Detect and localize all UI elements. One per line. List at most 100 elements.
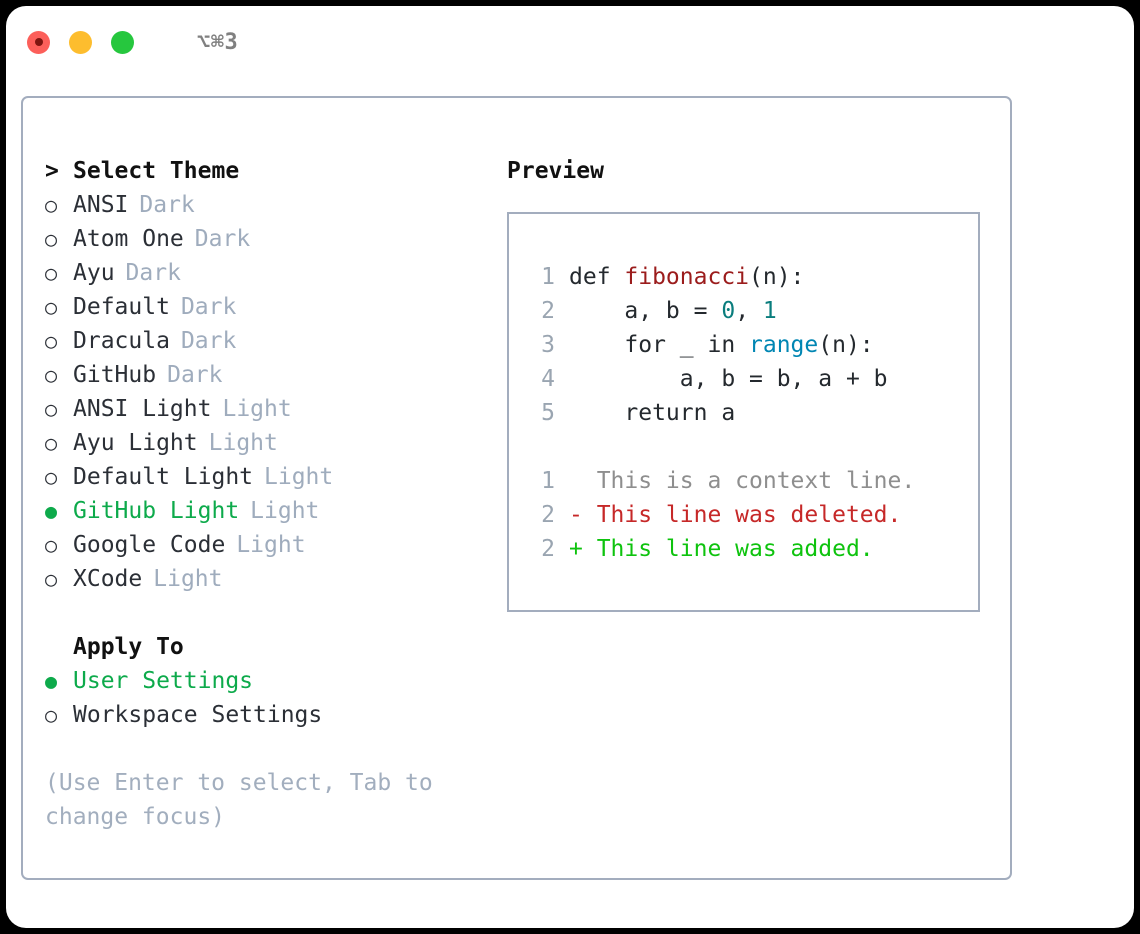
apply-to-option-list: ●User Settings ○ Workspace Settings (45, 664, 495, 732)
radio-unselected-icon: ○ (45, 227, 58, 251)
theme-variant-badge: Dark (167, 362, 223, 388)
radio-unselected-icon: ○ (45, 703, 58, 727)
caret-icon: > (45, 158, 59, 184)
code-token-num: 1 (762, 298, 777, 324)
line-number: 3 (541, 332, 555, 358)
theme-variant-badge: Dark (125, 260, 181, 286)
theme-option-label: XCode (73, 566, 143, 592)
theme-option-label: Dracula (73, 328, 170, 354)
theme-option-label: ANSI (73, 192, 129, 218)
select-theme-header: > Select Theme (45, 154, 495, 188)
diff-spacer (509, 430, 978, 464)
theme-variant-badge: Dark (139, 192, 195, 218)
code-token-plain: return a (569, 400, 736, 426)
theme-option-ayu-light[interactable]: ○ Ayu Light Light (45, 426, 495, 460)
theme-option-xcode[interactable]: ○ XCode Light (45, 562, 495, 596)
code-token-plain: for _ in (569, 332, 750, 358)
code-token-plain: def (569, 264, 625, 290)
apply-to-option-user-settings[interactable]: ●User Settings (45, 664, 495, 698)
code-line: 1 def fibonacci(n): (509, 260, 978, 294)
code-line-text: def fibonacci(n): (569, 260, 804, 294)
code-line-text: return a (569, 396, 735, 430)
theme-variant-badge: Dark (180, 294, 237, 320)
radio-unselected-icon: ○ (45, 261, 58, 285)
title-bar: ⌥⌘3 (6, 6, 1134, 78)
code-line: 4 a, b = b, a + b (509, 362, 978, 396)
radio-selected-icon: ● (45, 499, 58, 523)
code-token-plain: , (735, 298, 763, 324)
line-number: 4 (541, 366, 555, 392)
preview-header: Preview (507, 158, 604, 184)
line-number: 5 (541, 400, 555, 426)
code-line-text: a, b = 0, 1 (569, 294, 777, 328)
apply-to-option-label: User Settings (73, 668, 254, 694)
theme-option-label: Default (73, 294, 170, 320)
line-number: 2 (541, 536, 555, 562)
select-theme-header-label: Select Theme (73, 158, 240, 184)
window-controls (27, 30, 134, 54)
line-number: 2 (541, 298, 555, 324)
theme-variant-badge: Light (222, 396, 292, 422)
code-line: 3 for _ in range(n): (509, 328, 978, 362)
code-token-num: 0 (721, 298, 736, 324)
theme-option-dracula[interactable]: ○ Dracula Dark (45, 324, 495, 358)
theme-option-github-light[interactable]: ● GitHub Light Light (45, 494, 495, 528)
theme-option-ansi[interactable]: ○ ANSI Dark (45, 188, 495, 222)
code-token-plain: (n): (818, 332, 874, 358)
theme-variant-badge: Light (264, 464, 334, 490)
radio-unselected-icon: ○ (45, 193, 58, 217)
theme-option-label: Default Light (73, 464, 254, 490)
radio-unselected-icon: ○ (45, 329, 58, 353)
theme-option-default-light[interactable]: ○ Default Light Light (45, 460, 495, 494)
line-number: 1 (541, 264, 555, 290)
keyboard-shortcut-label: ⌥⌘3 (197, 29, 239, 55)
code-line: 2 a, b = 0, 1 (509, 294, 978, 328)
code-token-plain: a, b = (569, 298, 722, 324)
radio-unselected-icon: ○ (45, 567, 58, 591)
theme-option-google-code[interactable]: ○ Google Code Light (45, 528, 495, 562)
radio-unselected-icon: ○ (45, 465, 58, 489)
apply-to-option-label: Workspace Settings (73, 702, 323, 728)
maximize-button-icon[interactable] (111, 30, 134, 54)
theme-option-label: Google Code (73, 532, 226, 558)
diff-line: 2- This line was deleted. (509, 498, 978, 532)
diff-sample: 1 This is a context line.2- This line wa… (509, 464, 978, 566)
diff-line-text-add: + This line was added. (569, 536, 874, 562)
theme-variant-badge: Dark (180, 328, 237, 354)
keyboard-hint-text: (Use Enter to select, Tab to change focu… (45, 770, 433, 830)
radio-unselected-icon: ○ (45, 533, 58, 557)
diff-line-text-del: - This line was deleted. (569, 502, 902, 528)
radio-unselected-icon: ○ (45, 295, 58, 319)
theme-variant-badge: Light (208, 430, 278, 456)
theme-option-label: Ayu (73, 260, 115, 286)
theme-option-label: Ayu Light (73, 430, 198, 456)
minimize-button-icon[interactable] (69, 30, 92, 54)
apply-to-option-workspace-settings[interactable]: ○ Workspace Settings (45, 698, 495, 732)
apply-to-header: Apply To (73, 634, 184, 660)
theme-variant-badge: Light (153, 566, 223, 592)
close-button-icon[interactable] (27, 30, 50, 54)
theme-option-ayu[interactable]: ○ Ayu Dark (45, 256, 495, 290)
radio-unselected-icon: ○ (45, 431, 58, 455)
line-number: 1 (541, 468, 555, 494)
theme-variant-badge: Light (236, 532, 306, 558)
code-token-call: range (749, 332, 819, 358)
theme-option-default[interactable]: ○ Default Dark (45, 290, 495, 324)
code-token-plain: (n): (749, 264, 805, 290)
diff-line: 2 + This line was added. (509, 532, 978, 566)
code-token-plain: a, b = b, a + b (569, 366, 888, 392)
theme-variant-badge: Light (250, 498, 320, 524)
code-token-func: fibonacci (624, 264, 750, 290)
code-line-text: a, b = b, a + b (569, 362, 888, 396)
theme-option-label: GitHub Light (73, 498, 240, 524)
list-spacer (45, 596, 495, 630)
